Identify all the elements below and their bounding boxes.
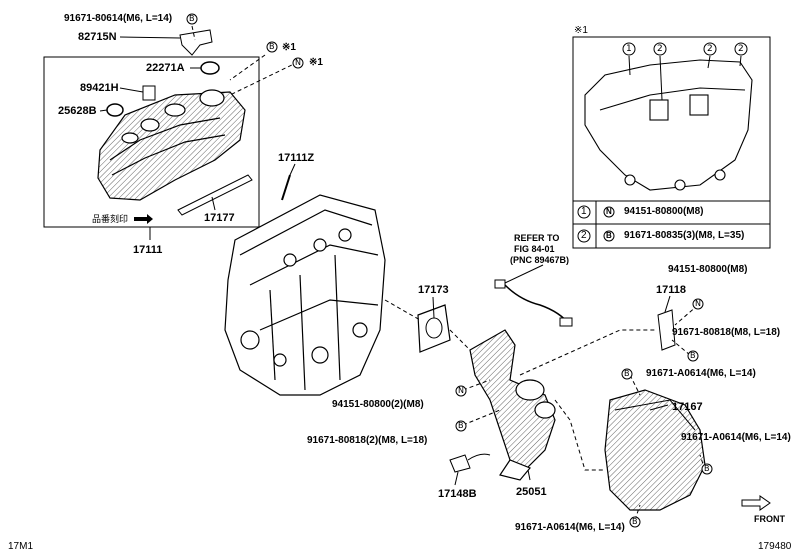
stud-17111z	[281, 174, 291, 201]
legend-callout-2a: 2	[657, 44, 663, 54]
legend-row-1-num: 1	[581, 206, 587, 217]
heat-insulator-17167	[604, 389, 706, 511]
label-25628b: 25628B	[58, 105, 97, 117]
label-17118: 17118	[656, 284, 686, 296]
ring-25628b	[106, 103, 124, 117]
ring-22271a	[200, 61, 220, 75]
gasket-17177	[177, 174, 253, 216]
ref-mark-1: ※1	[282, 42, 296, 53]
marker-n-left: N	[458, 386, 464, 395]
exhaust-manifold-converter	[469, 329, 556, 481]
code-right: 179480	[758, 541, 792, 552]
label-91671-a0614-b: 91671-A0614(M6, L=14)	[681, 432, 791, 443]
marker-b-bottom: B	[632, 517, 638, 526]
legend-title: ※1	[574, 25, 588, 36]
label-17167: 17167	[672, 401, 703, 413]
intake-manifold-box	[43, 56, 260, 228]
bracket-17148b	[449, 454, 471, 473]
marker-n-right: N	[695, 299, 701, 308]
label-91671-80818-2: 91671-80818(2)(M8, L=18)	[307, 435, 428, 446]
marker-b-right3: B	[704, 464, 710, 473]
legend-row-2-num: 2	[581, 230, 587, 241]
label-fig: FIG 84-01	[514, 244, 555, 254]
label-pnc: (PNC 89467B)	[510, 255, 570, 265]
label-94151-80800-2: 94151-80800(2)(M8)	[332, 399, 424, 410]
marker-b-right1: B	[690, 351, 696, 360]
marker-b-mid: B	[269, 42, 275, 51]
label-front: FRONT	[754, 514, 785, 524]
legend-row-2-sym: B	[606, 231, 612, 240]
code-left: 17M1	[8, 541, 34, 552]
legend-callout-2b: 2	[707, 44, 713, 54]
legend-box	[572, 36, 771, 249]
engine-block	[224, 194, 386, 396]
label-82715n: 82715N	[78, 31, 117, 43]
symbol-markers	[186, 13, 713, 528]
legend-callout-2c: 2	[738, 44, 744, 54]
legend-callouts	[622, 42, 748, 56]
marker-b-left: B	[458, 421, 464, 430]
label-91671-a0614-c: 91671-A0614(M6, L=14)	[515, 522, 625, 533]
legend-callout-1: 1	[626, 44, 632, 54]
marker-b-right2: B	[624, 369, 630, 378]
legend-row-1-text: 94151-80800(M8)	[624, 206, 704, 217]
label-91671-80818-r: 91671-80818(M8, L=18)	[672, 327, 781, 338]
marker-b-top: B	[189, 14, 195, 23]
label-89421h: 89421H	[80, 82, 119, 94]
label-17148b: 17148B	[438, 488, 477, 500]
legend-manifold	[584, 59, 753, 191]
label-17111: 17111	[133, 244, 163, 256]
label-25051: 25051	[516, 486, 547, 498]
label-22271a: 22271A	[146, 62, 185, 74]
bracket-17118	[657, 309, 676, 351]
label-17173: 17173	[418, 284, 449, 296]
label-17177: 17177	[204, 212, 235, 224]
ref-mark-2: ※1	[309, 57, 323, 68]
label-refer-to: REFER TO	[514, 233, 560, 243]
legend-row-2-text: 91671-80835(3)(M8, L=35)	[624, 230, 745, 241]
legend-row-1-sym: N	[606, 207, 612, 216]
front-arrow	[741, 495, 771, 511]
label-91671-80614-top: 91671-80614(M6, L=14)	[64, 13, 173, 24]
label-stamp-jp: 品番刻印	[92, 214, 129, 224]
label-94151-80800-r: 94151-80800(M8)	[668, 264, 748, 275]
bracket-82715n	[179, 29, 213, 56]
intake-manifold	[97, 89, 246, 201]
sensor-89421h	[142, 85, 156, 101]
label-91671-a0614-a: 91671-A0614(M6, L=14)	[646, 368, 756, 379]
marker-n-mid: N	[295, 58, 301, 67]
label-17111z: 17111Z	[278, 152, 315, 164]
